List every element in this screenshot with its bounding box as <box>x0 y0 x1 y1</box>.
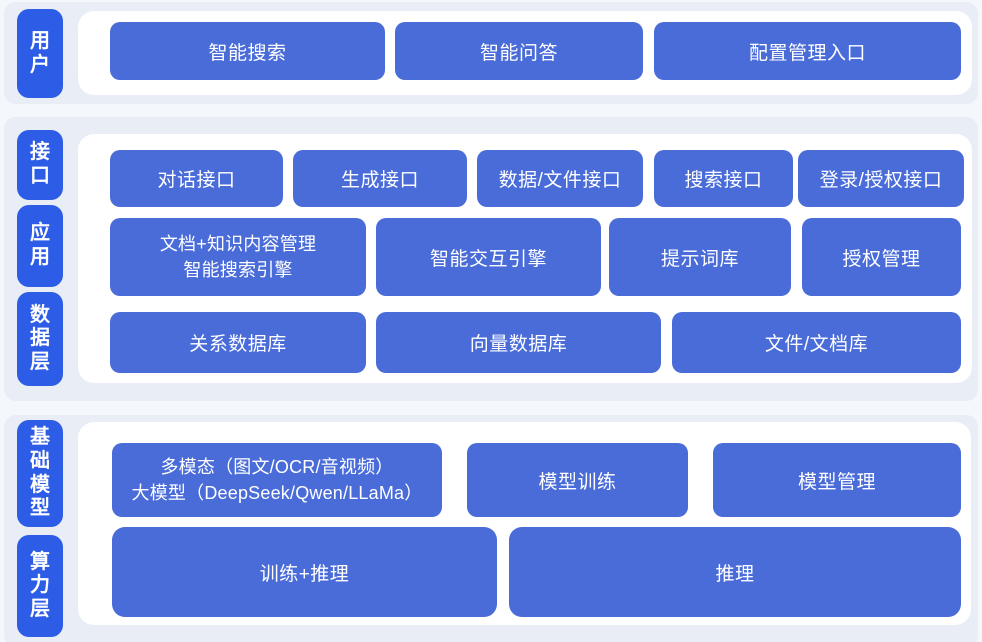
node-training-inference: 训练+推理 <box>112 527 497 617</box>
node-smart-qa: 智能问答 <box>395 22 643 80</box>
layer-label-compute: 算力层 <box>17 535 63 637</box>
node-chat-api: 对话接口 <box>110 150 283 207</box>
node-model-management: 模型管理 <box>713 443 961 517</box>
node-smart-interaction-engine: 智能交互引擎 <box>376 218 601 296</box>
node-relational-db: 关系数据库 <box>110 312 366 373</box>
node-multimodal-llm: 多模态（图文/OCR/音视频） 大模型（DeepSeek/Qwen/LLaMa） <box>112 443 442 517</box>
node-smart-search: 智能搜索 <box>110 22 385 80</box>
node-prompt-library: 提示词库 <box>609 218 791 296</box>
node-config-management-entry: 配置管理入口 <box>654 22 961 80</box>
node-generate-api: 生成接口 <box>293 150 467 207</box>
node-vector-db: 向量数据库 <box>376 312 661 373</box>
layer-label-foundation-model: 基础模型 <box>17 420 63 527</box>
layer-label-app: 应用 <box>17 205 63 287</box>
node-doc-knowledge-search-engine: 文档+知识内容管理 智能搜索引擎 <box>110 218 366 296</box>
node-file-doc-store: 文件/文档库 <box>672 312 961 373</box>
layer-label-api: 接口 <box>17 130 63 200</box>
node-search-api: 搜索接口 <box>654 150 793 207</box>
node-data-file-api: 数据/文件接口 <box>477 150 643 207</box>
layer-label-user: 用户 <box>17 9 63 98</box>
node-model-training: 模型训练 <box>467 443 688 517</box>
layer-label-data: 数据层 <box>17 292 63 386</box>
node-auth-management: 授权管理 <box>802 218 961 296</box>
node-login-auth-api: 登录/授权接口 <box>798 150 964 207</box>
node-inference: 推理 <box>509 527 961 617</box>
